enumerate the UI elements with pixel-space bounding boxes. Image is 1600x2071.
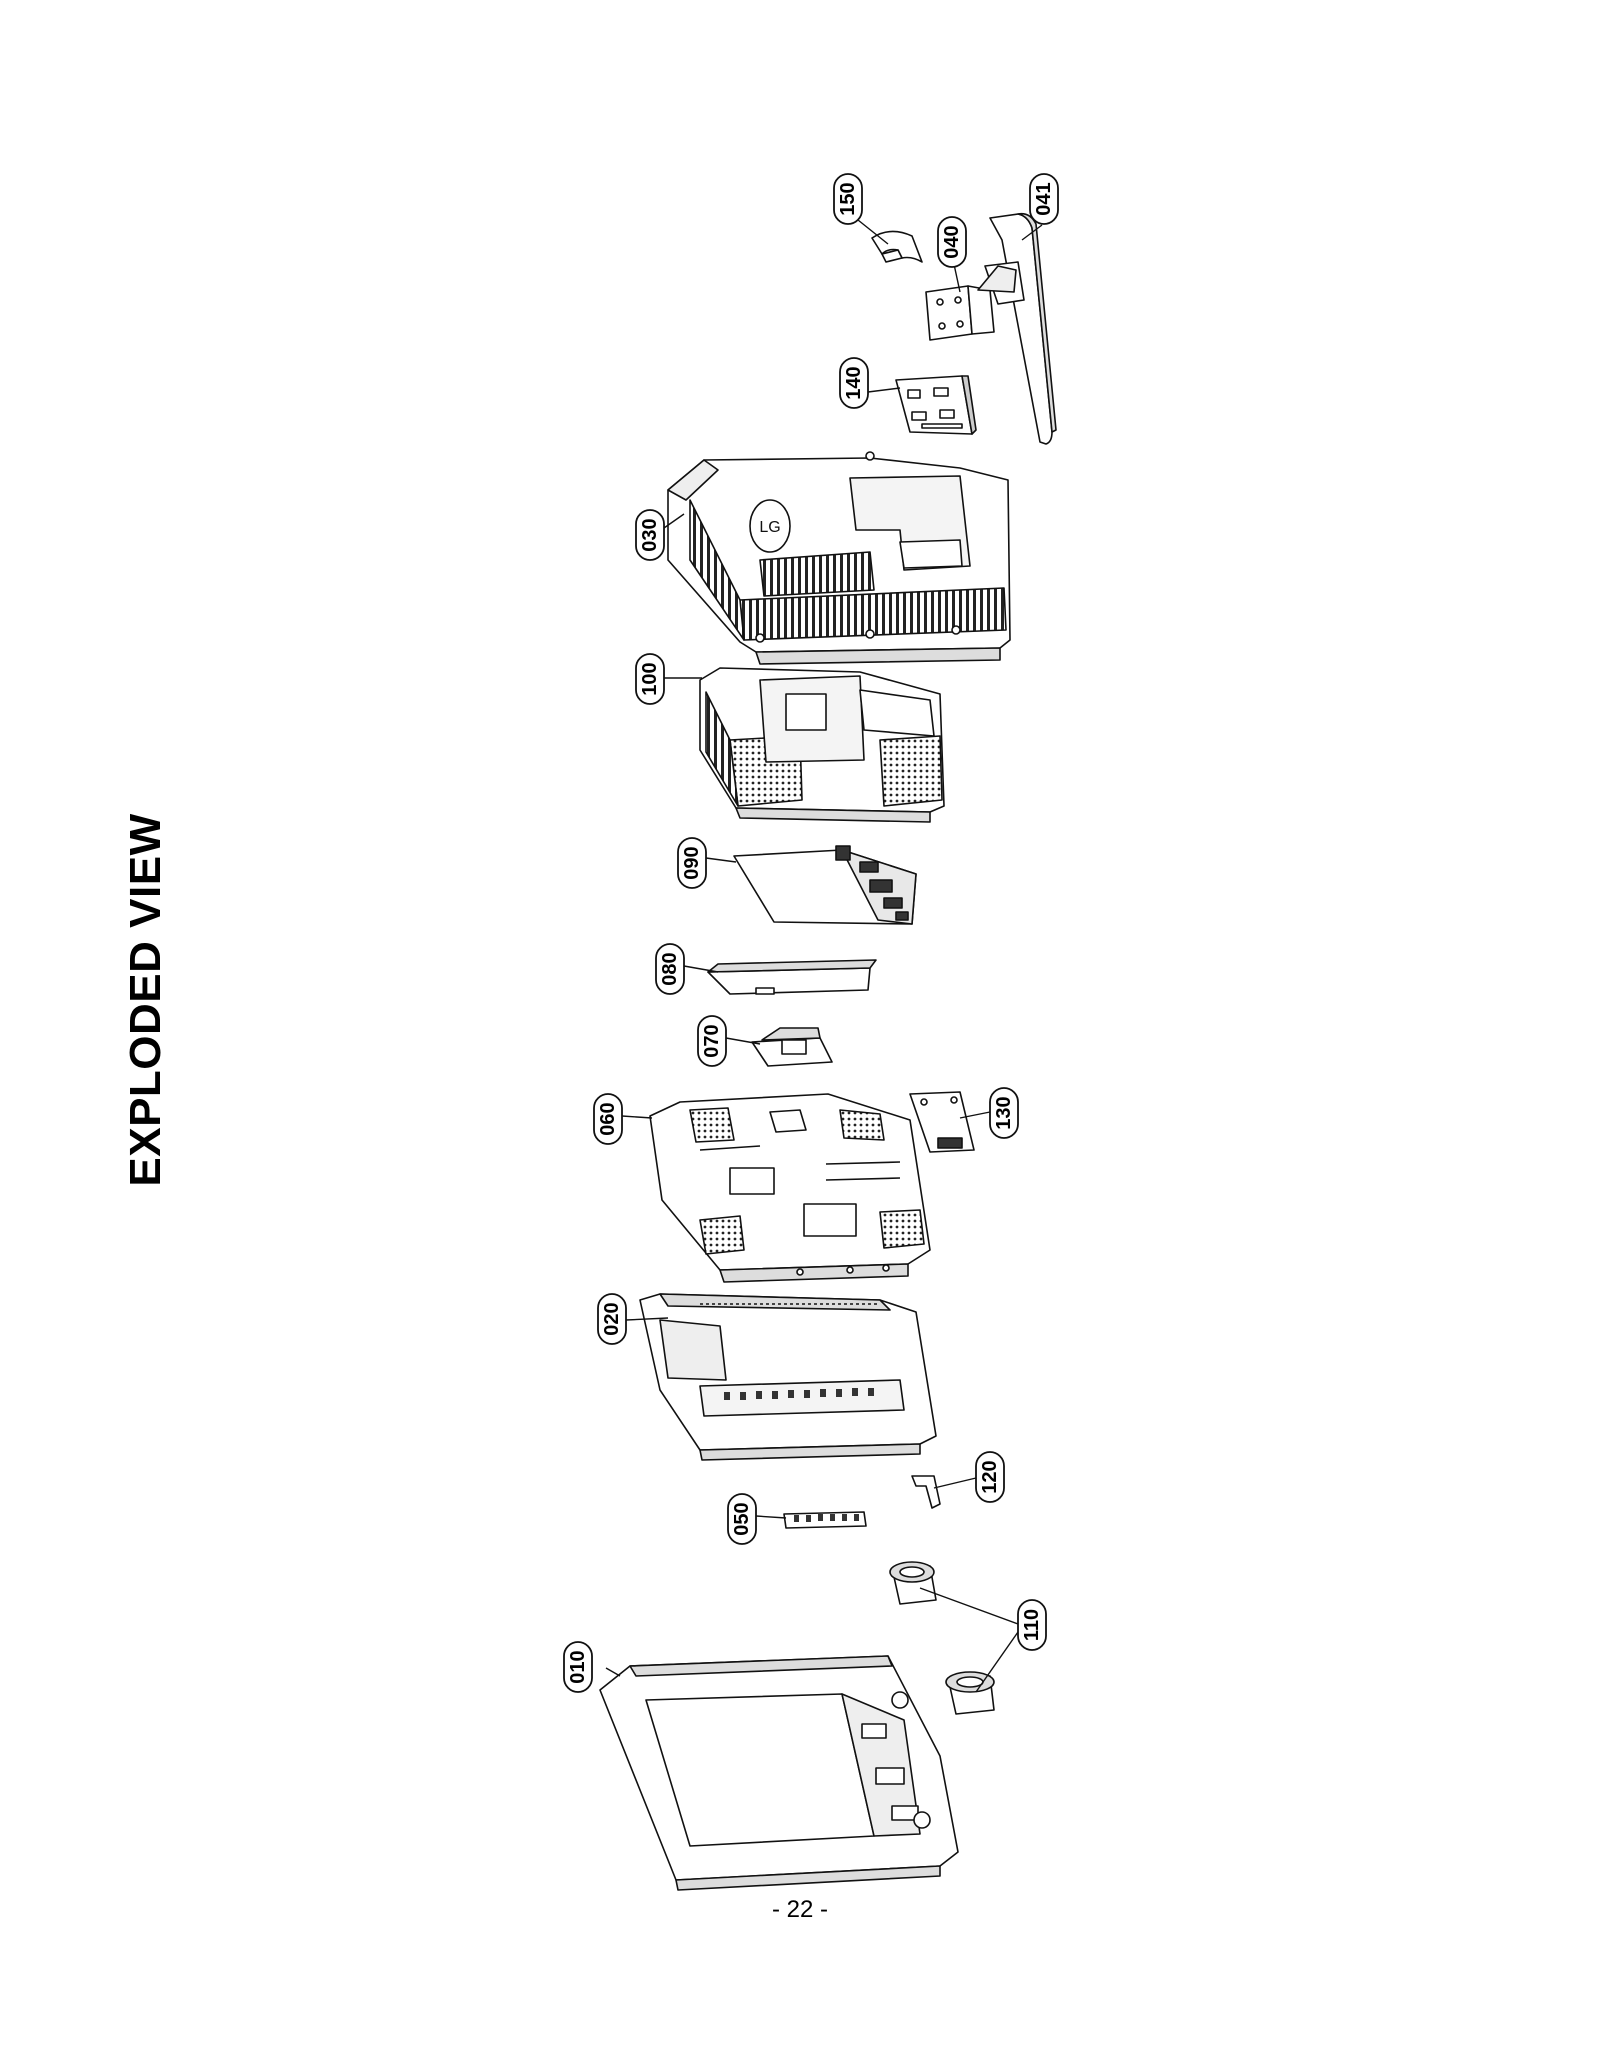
svg-text:070: 070 bbox=[701, 1024, 723, 1057]
svg-text:020: 020 bbox=[601, 1302, 623, 1335]
part-110-speaker-right bbox=[945, 1671, 995, 1715]
part-150-cable-clip bbox=[871, 230, 923, 263]
part-140-bracket-plate bbox=[895, 375, 977, 435]
svg-text:041: 041 bbox=[1033, 182, 1055, 215]
callout-060: 060 bbox=[593, 1093, 623, 1145]
svg-text:100: 100 bbox=[639, 662, 661, 695]
part-040-stand-bracket bbox=[925, 265, 1017, 341]
callout-070: 070 bbox=[697, 1015, 727, 1067]
callout-080: 080 bbox=[655, 943, 685, 995]
callout-050: 050 bbox=[727, 1493, 757, 1545]
svg-text:090: 090 bbox=[681, 846, 703, 879]
svg-text:150: 150 bbox=[837, 182, 859, 215]
callout-020: 020 bbox=[597, 1293, 627, 1345]
part-110-speaker-left bbox=[889, 1561, 937, 1605]
svg-text:110: 110 bbox=[1021, 1609, 1043, 1641]
callout-150: 150 bbox=[833, 173, 863, 225]
callout-100: 100 bbox=[635, 653, 665, 705]
part-100-main-shield bbox=[699, 667, 945, 823]
leader-lines bbox=[605, 211, 1043, 1693]
callout-140: 140 bbox=[839, 357, 869, 409]
svg-text:050: 050 bbox=[731, 1502, 753, 1535]
part-020-lcd-panel bbox=[639, 1293, 937, 1461]
part-070-holder bbox=[751, 1027, 833, 1067]
svg-text:040: 040 bbox=[941, 225, 963, 258]
svg-text:030: 030 bbox=[639, 518, 661, 551]
callout-090: 090 bbox=[677, 837, 707, 889]
part-041-stand-base bbox=[984, 212, 1057, 445]
callout-010: 010 bbox=[563, 1641, 593, 1693]
svg-text:080: 080 bbox=[659, 952, 681, 985]
svg-text:010: 010 bbox=[567, 1650, 589, 1683]
callout-030: 030 bbox=[635, 509, 665, 561]
svg-text:060: 060 bbox=[597, 1102, 619, 1135]
svg-text:120: 120 bbox=[979, 1460, 1001, 1493]
part-120-small-board bbox=[911, 1475, 941, 1509]
callout-041: 041 bbox=[1029, 173, 1059, 225]
part-080-board-bracket bbox=[707, 959, 877, 995]
callout-110: 110 bbox=[1017, 1599, 1047, 1651]
page-number: - 22 - bbox=[771, 1896, 829, 1923]
part-130-sub-board bbox=[909, 1091, 975, 1153]
part-010-front-cabinet bbox=[599, 1655, 959, 1891]
part-050-key-board bbox=[783, 1511, 867, 1529]
part-060-main-frame bbox=[649, 1093, 931, 1283]
svg-text:LG: LG bbox=[759, 519, 780, 536]
callout-130: 130 bbox=[989, 1087, 1019, 1139]
svg-text:140: 140 bbox=[843, 366, 865, 399]
callout-040: 040 bbox=[937, 216, 967, 268]
part-030-back-cover: LG bbox=[667, 451, 1011, 665]
part-090-main-board bbox=[733, 845, 917, 925]
svg-text:130: 130 bbox=[993, 1096, 1015, 1129]
callout-120: 120 bbox=[975, 1451, 1005, 1503]
